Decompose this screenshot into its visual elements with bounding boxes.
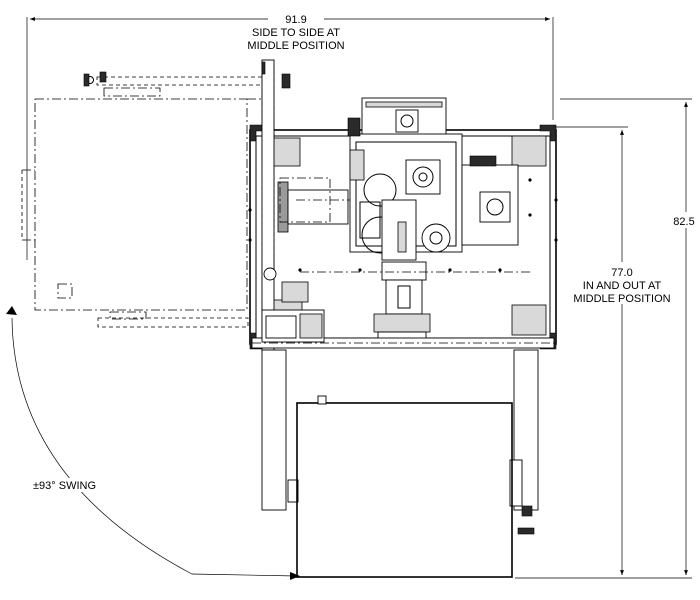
width-dimension: 91.9 SIDE TO SIDE AT MIDDLE POSITION <box>26 13 554 260</box>
height-dimension: 82.5 <box>515 98 698 579</box>
depth-dimension-caption-1: IN AND OUT AT <box>583 280 662 292</box>
depth-dimension-caption-2: MIDDLE POSITION <box>573 293 670 305</box>
depth-dimension: 77.0 IN AND OUT AT MIDDLE POSITION <box>555 126 673 575</box>
swing-dimension: ±93° SWING <box>6 306 300 580</box>
depth-dimension-value: 77.0 <box>611 267 632 279</box>
width-dimension-caption-2: MIDDLE POSITION <box>247 40 344 52</box>
swing-label: ±93° SWING <box>33 480 96 492</box>
swing-out-phantom <box>21 61 291 353</box>
width-dimension-value: 91.9 <box>285 14 306 26</box>
upper-head <box>347 97 519 261</box>
center-column <box>296 199 530 341</box>
width-dimension-caption-1: SIDE TO SIDE AT <box>252 27 340 39</box>
left-rail-assembly <box>261 59 349 351</box>
legs-and-cabinet <box>261 349 539 578</box>
height-dimension-value: 82.5 <box>673 216 694 228</box>
front-beam <box>251 309 555 349</box>
